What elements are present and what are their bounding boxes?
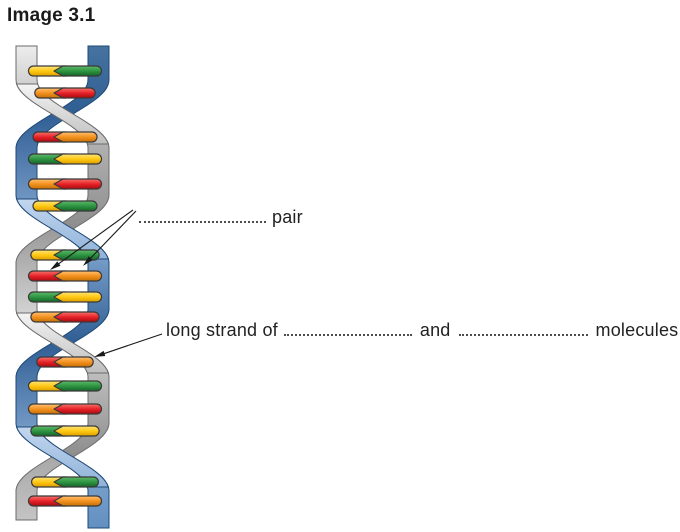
- molecules-label: molecules: [595, 320, 679, 340]
- base-yellow: [53, 425, 100, 437]
- figure-title: Image 3.1: [7, 5, 96, 26]
- base-pair-rung: [27, 178, 103, 190]
- base-red: [53, 87, 96, 99]
- base-red: [27, 270, 67, 282]
- base-yellow: [53, 291, 103, 303]
- and-label: and: [419, 320, 451, 340]
- pair-label-row: pair: [139, 204, 303, 228]
- base-pair-rung: [27, 403, 103, 415]
- base-yellow: [53, 153, 103, 165]
- base-red: [27, 495, 67, 507]
- base-pair-rungs: [27, 65, 103, 507]
- base-yellow: [30, 249, 67, 261]
- pair-label: pair: [272, 207, 303, 227]
- base-red: [53, 178, 103, 190]
- answer-blank-1: [283, 317, 412, 336]
- base-pair-rung: [30, 425, 100, 437]
- base-green: [27, 291, 67, 303]
- base-orange: [53, 495, 103, 507]
- leader-line: [100, 333, 163, 356]
- base-green: [53, 476, 99, 488]
- base-green: [53, 249, 100, 261]
- leader-arrows: [50, 209, 163, 357]
- base-pair-rung: [27, 270, 103, 282]
- base-pair-rung: [27, 495, 103, 507]
- long-strand-label: long strand of: [166, 320, 278, 340]
- base-orange: [30, 311, 67, 323]
- leader-line: [87, 210, 137, 262]
- strand-label-row: long strand of and molecules: [166, 317, 678, 341]
- base-yellow: [27, 380, 67, 392]
- base-orange: [27, 403, 67, 415]
- base-orange: [53, 131, 98, 143]
- base-green: [53, 65, 103, 77]
- base-pair-rung: [32, 200, 98, 212]
- base-pair-rung: [30, 311, 100, 323]
- base-green: [53, 200, 98, 212]
- base-pair-rung: [32, 131, 98, 143]
- leader-arrowhead: [50, 261, 61, 270]
- base-green: [30, 425, 67, 437]
- leader-arrowhead: [83, 256, 93, 266]
- dna-strand-gray: [15, 456, 75, 521]
- base-orange: [27, 178, 67, 190]
- base-pair-rung: [27, 291, 103, 303]
- dna-strands: [15, 45, 110, 529]
- leader-arrowhead: [94, 350, 106, 357]
- base-pair-rung: [27, 153, 103, 165]
- base-orange: [53, 356, 94, 368]
- base-red: [53, 403, 103, 415]
- base-pair-rung: [30, 249, 100, 261]
- base-orange: [53, 270, 103, 282]
- base-green: [53, 380, 103, 392]
- leader-line: [55, 209, 134, 267]
- base-pair-rung: [31, 476, 99, 488]
- base-red: [53, 311, 100, 323]
- base-green: [27, 153, 67, 165]
- answer-blank-2: [458, 317, 588, 336]
- dna-strand-blue: [50, 45, 110, 115]
- dna-strand-gray-front: [15, 83, 110, 145]
- base-pair-rung: [34, 87, 96, 99]
- base-pair-rung: [27, 380, 103, 392]
- answer-blank-pair: [139, 204, 266, 223]
- base-pair-rung: [36, 356, 94, 368]
- dna-strand-blue-front: [15, 426, 110, 488]
- base-yellow: [27, 65, 67, 77]
- base-pair-rung: [27, 65, 103, 77]
